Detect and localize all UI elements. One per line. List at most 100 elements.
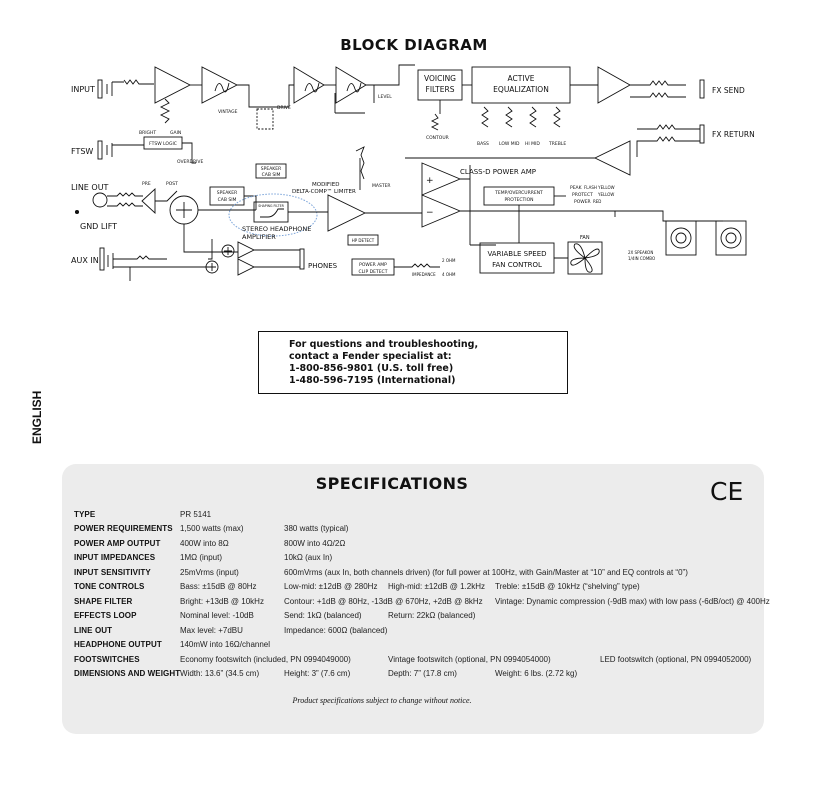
fx-return-label: FX RETURN (712, 130, 755, 139)
spec-value: Weight: 6 lbs. (2.72 kg) (495, 668, 578, 678)
block-diagram-title: BLOCK DIAGRAM (340, 36, 488, 54)
input-jack-icon (97, 79, 103, 99)
spec-label: TONE CONTROLS (74, 582, 145, 592)
contact-line-1: For questions and troubleshooting, (289, 339, 479, 350)
spec-value: LED footswitch (optional, PN 0994052000) (600, 654, 752, 664)
input-label: INPUT (71, 85, 95, 94)
xlr-jack-icon (92, 192, 108, 208)
language-label: ENGLISH (30, 391, 44, 444)
bass-label: BASS (477, 141, 489, 147)
contact-phone-us: 1-800-856-9801 (U.S. toll free) (289, 363, 454, 374)
hp-detect-label: HP DETECT (352, 238, 375, 243)
spec-value: Impedance: 600Ω (balanced) (284, 625, 388, 635)
var-speed-label-2: FAN CONTROL (492, 261, 542, 269)
fx-send-label: FX SEND (712, 86, 745, 95)
master-label: MASTER (372, 183, 391, 189)
contour-label: CONTOUR (426, 135, 449, 141)
spec-value: PR 5141 (180, 510, 212, 519)
treble-label: TREBLE (548, 141, 566, 147)
ftsw-logic-label: FTSW LOGIC (149, 141, 177, 147)
limiter-triangle-icon (327, 194, 367, 232)
cab-sim-top-label-1: SPEAKER (261, 166, 281, 172)
spec-label: SHAPE FILTER (74, 596, 133, 606)
cab-sim-top-label-2: CAB SIM (262, 172, 281, 178)
specifications-note: Product specifications subject to change… (292, 696, 472, 705)
contact-phone-intl: 1-480-596-7195 (International) (289, 375, 456, 386)
spec-value: Send: 1kΩ (balanced) (284, 611, 362, 621)
spec-value: Height: 3” (7.6 cm) (284, 668, 351, 678)
spec-label: EFFECTS LOOP (74, 611, 137, 621)
active-eq-label-2: EQUALIZATION (493, 85, 549, 94)
overdrive-label: OVERDRIVE (177, 159, 204, 165)
voicing-label-1: VOICING (424, 74, 456, 83)
contact-box: For questions and troubleshooting, conta… (258, 331, 568, 394)
block-diagram: INPUT VINTAGE DRIVE LEVEL BRIGHT GAIN VO… (71, 64, 755, 281)
spec-label: INPUT SENSITIVITY (74, 567, 151, 577)
svg-text:+: + (426, 176, 434, 186)
spec-value: Nominal level: -10dB (180, 611, 254, 621)
voicing-label-2: FILTERS (426, 85, 455, 94)
active-eq-label-1: ACTIVE (508, 74, 535, 83)
spec-value: Depth: 7” (17.8 cm) (388, 668, 457, 678)
stereo-hp-label-2: AMPLIFIER (242, 233, 276, 241)
svg-text:−: − (426, 208, 434, 218)
fan-label: FAN (580, 235, 590, 241)
spec-label: INPUT IMPEDANCES (74, 553, 156, 563)
spec-value: Bass: ±15dB @ 80Hz (180, 582, 257, 592)
power-amp-label-1: POWER AMP (359, 262, 387, 268)
temp-label-2: PROTECTION (504, 197, 533, 203)
low-mid-label: LOW MID (499, 141, 520, 147)
class-d-upper-icon (421, 162, 462, 196)
stereo-hp-label-1: STEREO HEADPHONE (242, 225, 311, 233)
four-ohm-label: 4 OHM (442, 272, 456, 277)
hp-amp-lower-icon (237, 258, 256, 276)
speakon-label-1: 2X SPEAKON (628, 250, 653, 255)
var-speed-label-1: VARIABLE SPEED (487, 250, 546, 258)
cab-sim-left-label-2: CAB SIM (218, 197, 237, 203)
delta-comp-label-1: MODIFIED (312, 182, 339, 188)
gnd-lift-label: GND LIFT (80, 222, 117, 231)
ce-mark-icon: CE (710, 477, 743, 504)
fx-return-jack-icon (699, 124, 705, 144)
delta-comp-label-2: DELTA-COMP™ LIMITER (292, 188, 356, 195)
svg-text:CE: CE (710, 477, 743, 504)
spec-value: Bright: +13dB @ 10kHz (180, 596, 264, 606)
spec-value: Return: 22kΩ (balanced) (388, 611, 476, 621)
spec-value: 380 watts (typical) (284, 524, 349, 534)
spec-value: Max level: +7dBU (180, 625, 243, 635)
spec-value: Treble: ±15dB @ 10kHz (“shelving” type) (495, 582, 640, 592)
spec-label: LINE OUT (74, 625, 113, 635)
spec-value: 1MΩ (input) (180, 553, 222, 563)
spec-value: 25mVrms (input) (180, 567, 239, 577)
specifications-title: SPECIFICATIONS (315, 474, 469, 493)
aux-jack-icon (99, 247, 105, 271)
cab-sim-left-label-1: SPEAKER (217, 190, 237, 196)
spec-label: DIMENSIONS AND WEIGHT (74, 668, 181, 678)
power-led-label: POWER (574, 199, 591, 205)
aux-sum-node-1-icon (221, 244, 235, 258)
red-label: RED (593, 199, 601, 204)
line-out-label: LINE OUT (71, 183, 109, 192)
spec-value: Low-mid: ±12dB @ 280Hz (284, 582, 378, 592)
protect-label: PROTECT (572, 192, 593, 198)
fan-icon (567, 241, 603, 275)
spec-label: HEADPHONE OUTPUT (74, 640, 162, 650)
class-d-lower-icon (421, 194, 462, 228)
gain-label: GAIN (170, 130, 181, 136)
class-d-label: CLASS-D POWER AMP (460, 168, 536, 176)
pre-label: PRE (142, 181, 151, 187)
aux-sum-node-2-icon (205, 260, 219, 274)
spec-value: Width: 13.6” (34.5 cm) (180, 668, 260, 678)
ftsw-jack-icon (97, 140, 103, 160)
stage2-triangle-icon (201, 66, 238, 104)
yellow-label: YELLOW (597, 192, 614, 197)
post-label: POST (166, 181, 178, 187)
spec-value: Vintage footswitch (optional, PN 0994054… (388, 654, 551, 664)
spec-value: Economy footswitch (included, PN 0994049… (180, 654, 351, 664)
drive-label: DRIVE (277, 105, 291, 111)
language-side-label: ENGLISH (30, 391, 44, 444)
hp-detect-box (347, 234, 379, 246)
stage3-triangle-icon (293, 66, 325, 104)
flash-yellow-label: FLASH YELLOW (584, 185, 615, 190)
stage4-triangle-icon (335, 66, 367, 104)
